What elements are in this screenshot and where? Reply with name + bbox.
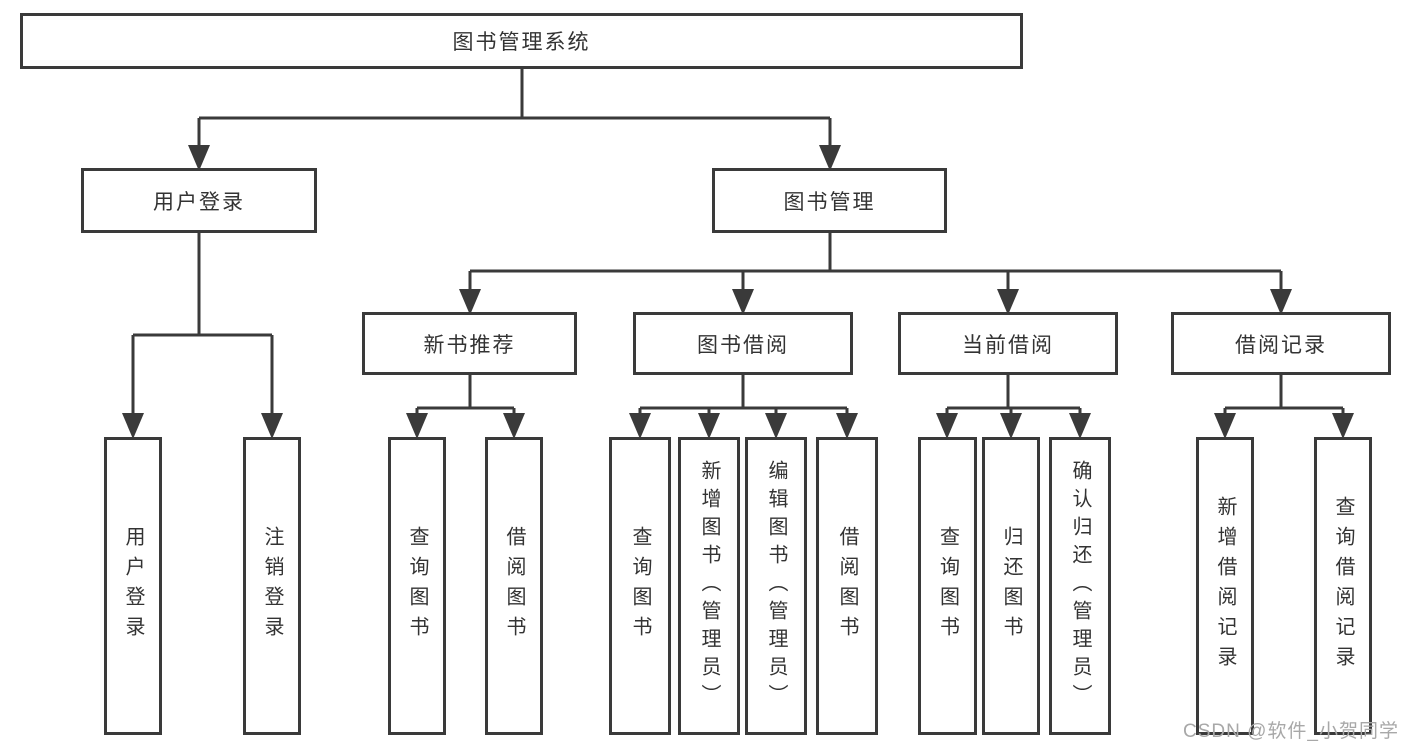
leaf-logout-label: 注销登录 [261, 526, 283, 646]
leaf-borrow-book-label: 借阅图书 [836, 526, 858, 646]
leaf-confirm-return-admin: 确认归还（管理员） [1049, 437, 1111, 735]
node-root-system: 图书管理系统 [20, 13, 1023, 69]
leaf-recommend-borrow-book: 借阅图书 [485, 437, 543, 735]
leaf-query-borrow-record: 查询借阅记录 [1314, 437, 1372, 735]
node-user-login-label: 用户登录 [153, 190, 245, 214]
node-book-borrow-label: 图书借阅 [697, 333, 789, 357]
node-new-book-recommend: 新书推荐 [362, 312, 577, 375]
node-book-borrow: 图书借阅 [633, 312, 853, 375]
leaf-borrow-book: 借阅图书 [816, 437, 878, 735]
leaf-add-borrow-record-label: 新增借阅记录 [1214, 496, 1236, 676]
node-user-login: 用户登录 [81, 168, 317, 233]
node-root-label: 图书管理系统 [452, 31, 591, 54]
node-book-management: 图书管理 [712, 168, 947, 233]
arrowhead-icons [122, 145, 1354, 439]
node-borrow-record-label: 借阅记录 [1235, 333, 1327, 357]
leaf-edit-book-admin: 编辑图书（管理员） [745, 437, 807, 735]
leaf-borrow-query-book: 查询图书 [609, 437, 671, 735]
leaf-return-book: 归还图书 [982, 437, 1040, 735]
leaf-logout: 注销登录 [243, 437, 301, 735]
node-current-borrow-label: 当前借阅 [962, 333, 1054, 357]
leaf-current-query-book: 查询图书 [918, 437, 977, 735]
leaf-current-query-book-label: 查询图书 [936, 526, 959, 646]
leaf-add-borrow-record: 新增借阅记录 [1196, 437, 1254, 735]
leaf-borrow-query-book-label: 查询图书 [629, 526, 651, 646]
leaf-recommend-query-book-label: 查询图书 [406, 526, 428, 646]
leaf-add-book-admin-label: 新增图书（管理员） [698, 460, 720, 712]
leaf-user-login: 用户登录 [104, 437, 162, 735]
csdn-watermark: CSDN @软件_小贺同学 [1183, 721, 1399, 742]
leaf-edit-book-admin-label: 编辑图书（管理员） [765, 460, 787, 712]
node-book-management-label: 图书管理 [783, 190, 876, 214]
node-current-borrow: 当前借阅 [898, 312, 1118, 375]
leaf-query-borrow-record-label: 查询借阅记录 [1332, 496, 1354, 676]
leaf-add-book-admin: 新增图书（管理员） [678, 437, 740, 735]
node-new-book-recommend-label: 新书推荐 [423, 333, 516, 357]
leaf-confirm-return-admin-label: 确认归还（管理员） [1069, 460, 1091, 712]
leaf-recommend-borrow-book-label: 借阅图书 [503, 526, 525, 646]
node-borrow-record: 借阅记录 [1171, 312, 1391, 375]
leaf-return-book-label: 归还图书 [1000, 526, 1022, 646]
leaf-user-login-label: 用户登录 [122, 526, 144, 646]
leaf-recommend-query-book: 查询图书 [388, 437, 446, 735]
